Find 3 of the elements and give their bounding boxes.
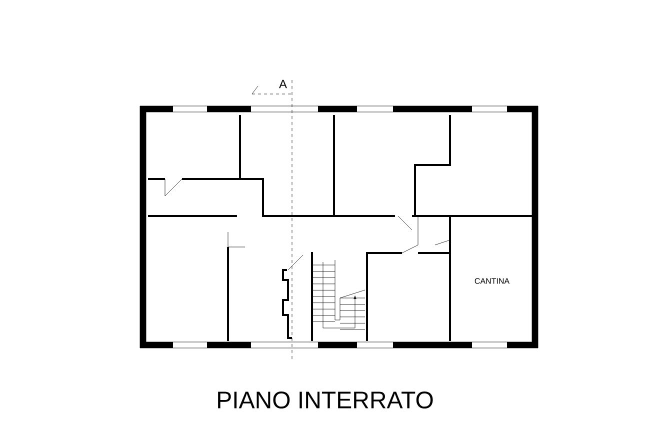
plan-title: PIANO INTERRATO: [218, 392, 433, 408]
room-label: A: [279, 80, 287, 88]
room-label: CANTINA: [474, 278, 510, 284]
